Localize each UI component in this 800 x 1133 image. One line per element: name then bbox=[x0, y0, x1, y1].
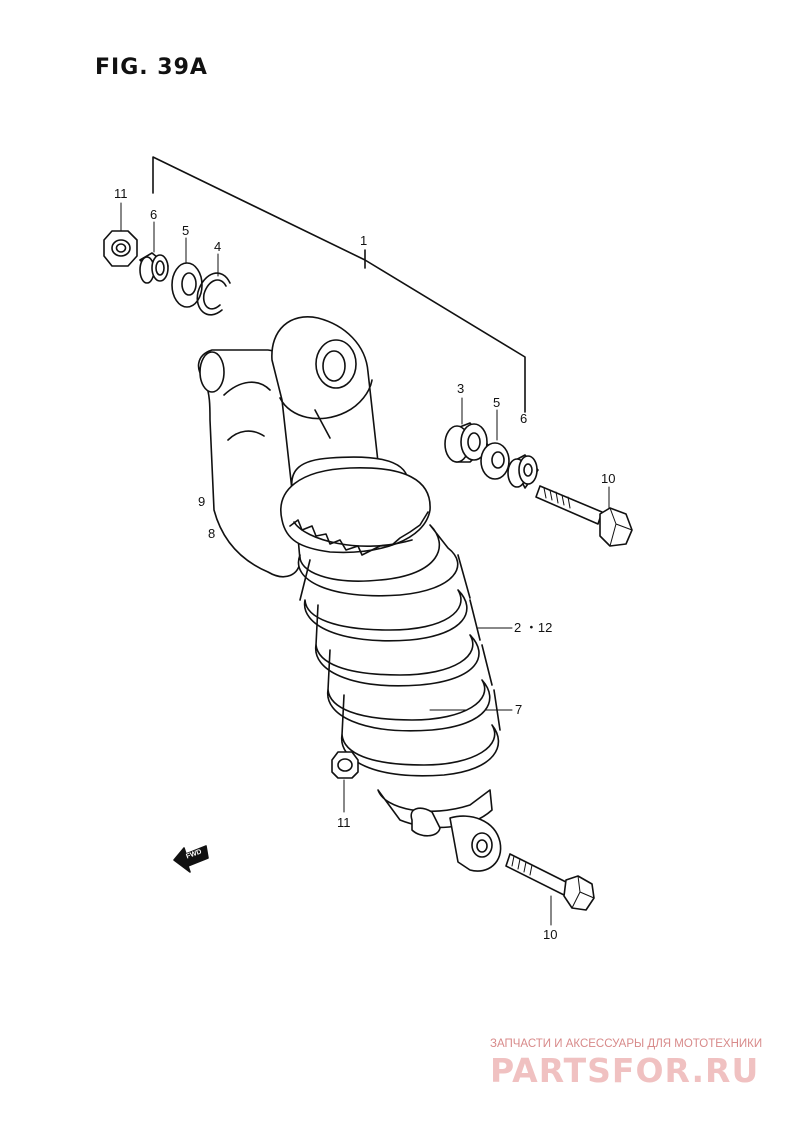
callout-5-top: 5 bbox=[182, 223, 190, 238]
watermark-tagline: ЗАПЧАСТИ И АКСЕССУАРЫ ДЛЯ МОТОТЕХНИКИ bbox=[490, 1038, 763, 1050]
lower-mount-eye bbox=[377, 789, 502, 872]
assembly-bracket-line bbox=[152, 156, 526, 413]
spacer-right bbox=[507, 454, 539, 489]
watermark-logo-text: PARTSFOR.RU bbox=[490, 1052, 759, 1088]
callout-11-bottom: 11 bbox=[337, 815, 351, 830]
flange-nut-bottom bbox=[331, 751, 359, 779]
callout-9: 9 bbox=[198, 494, 206, 509]
washer-top bbox=[171, 262, 203, 308]
callout-4: 4 bbox=[214, 239, 222, 254]
callout-7: 7 bbox=[515, 702, 523, 717]
bushing-right bbox=[444, 422, 489, 463]
flange-nut-top bbox=[103, 230, 138, 267]
callout-10-bottom: 10 bbox=[543, 927, 558, 942]
callout-6-right: 6 bbox=[520, 411, 528, 426]
callout-6-top: 6 bbox=[150, 207, 158, 222]
bolt-top bbox=[535, 485, 633, 547]
callout-10-top: 10 bbox=[601, 471, 616, 486]
callout-8: 8 bbox=[208, 526, 216, 541]
leader-lines bbox=[120, 202, 610, 926]
callout-11-top: 11 bbox=[114, 186, 128, 201]
bolt-bottom bbox=[505, 853, 595, 911]
figure-title: FIG. 39A bbox=[95, 55, 208, 80]
callout-5-right: 5 bbox=[493, 395, 501, 410]
watermark-logo: PARTSFOR.RU bbox=[490, 1052, 759, 1088]
washer-right bbox=[480, 442, 510, 480]
fwd-arrow-icon bbox=[173, 845, 209, 873]
coil-spring bbox=[297, 524, 501, 777]
reservoir-body bbox=[197, 349, 301, 578]
callout-1: 1 bbox=[360, 233, 368, 248]
callout-3: 3 bbox=[457, 381, 465, 396]
adjuster-rings bbox=[280, 467, 431, 556]
callout-2-12: 2 ・12 bbox=[514, 620, 553, 635]
bushing-top bbox=[139, 252, 169, 284]
upper-mount-eye bbox=[271, 316, 381, 500]
circlip bbox=[196, 272, 231, 316]
